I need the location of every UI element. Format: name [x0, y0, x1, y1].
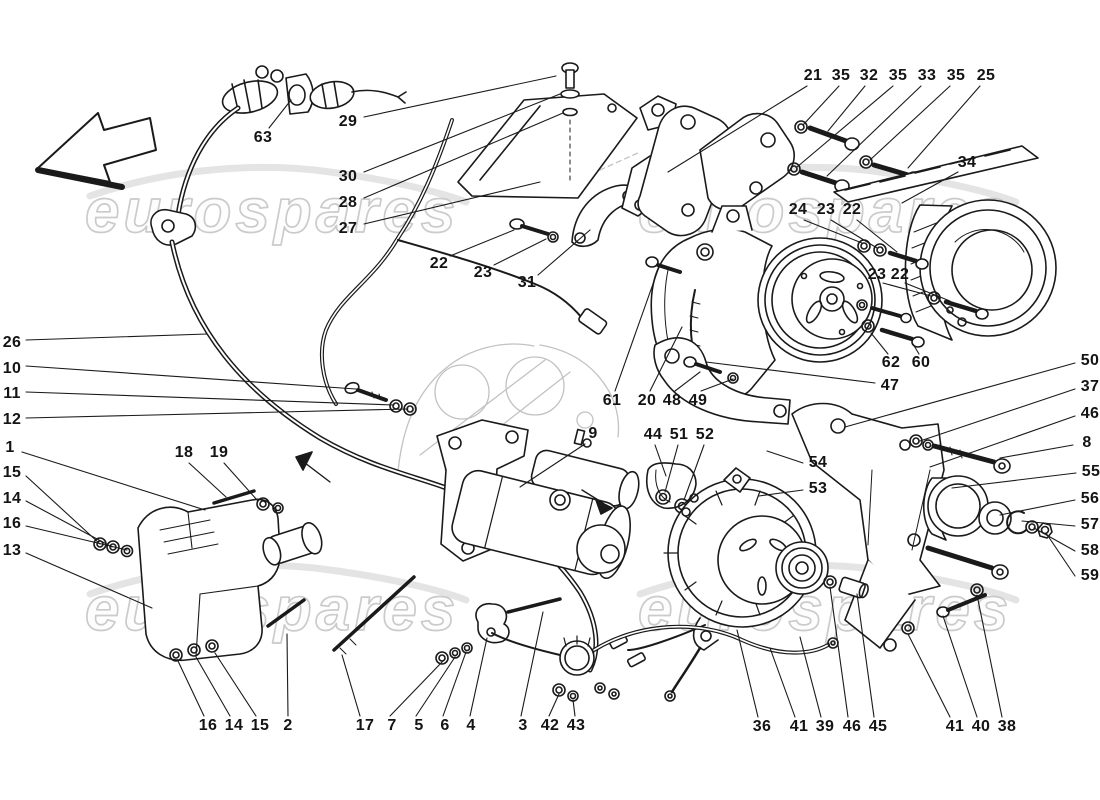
leader-line-16	[177, 660, 205, 717]
leader-line-12	[25, 408, 409, 419]
heat-shield-plate	[457, 93, 638, 199]
tensioner-bearing-set	[909, 434, 1053, 580]
leader-line-52	[683, 444, 705, 501]
clutch-drum	[904, 199, 1057, 341]
watermark-text: eurospares	[85, 177, 459, 246]
leader-line-28	[363, 112, 564, 199]
engine-block-ghost	[397, 151, 643, 473]
alternator	[608, 467, 869, 702]
leader-line-10	[25, 365, 357, 390]
line-art	[35, 62, 1057, 702]
leader-line-25	[907, 85, 981, 169]
leader-line-26	[25, 333, 208, 341]
leader-line-58	[1033, 527, 1076, 552]
leader-line-47	[705, 361, 876, 384]
leader-line-8	[999, 444, 1074, 459]
leader-line-35	[869, 85, 951, 161]
drum-fasteners	[856, 239, 989, 348]
leader-line-46	[929, 415, 1076, 468]
leader-line-2	[286, 633, 289, 717]
leader-line-43	[572, 699, 576, 717]
leader-line-20	[649, 326, 683, 392]
leader-line-61	[614, 266, 660, 392]
leader-line-38	[976, 594, 1003, 718]
leader-line-53	[758, 489, 804, 497]
leader-line-60	[912, 343, 920, 355]
leader-line-55	[951, 472, 1077, 489]
leader-line-23	[882, 282, 932, 297]
leader-line-19	[223, 462, 259, 502]
sensor-cable	[319, 118, 608, 406]
leader-line-56	[999, 499, 1076, 516]
leader-line-5	[415, 656, 456, 717]
leader-line-24	[803, 219, 863, 244]
leader-line-36	[736, 629, 759, 718]
leader-line-63	[268, 99, 292, 129]
leader-line-21	[667, 85, 808, 173]
leader-line-40	[942, 615, 978, 718]
leader-line-14	[195, 656, 231, 717]
leader-line-23	[493, 238, 547, 266]
leader-line-35	[796, 85, 894, 168]
leader-line-44	[654, 444, 667, 477]
leader-line-49	[700, 378, 734, 392]
leader-line-11	[25, 391, 395, 406]
leader-line-57	[1021, 520, 1076, 527]
leader-line-17	[341, 654, 361, 717]
leader-line-31	[537, 229, 591, 276]
leader-line-62	[870, 332, 889, 355]
bolt-29	[560, 62, 580, 181]
leader-line-34	[901, 171, 959, 204]
assembly-arrows	[295, 451, 613, 515]
leader-line-42	[548, 693, 560, 717]
direction-arrow-icon	[35, 112, 157, 190]
leader-line-48	[674, 371, 701, 392]
leader-line-59	[1045, 532, 1076, 577]
leader-line-27	[363, 181, 541, 225]
leader-line-30	[363, 93, 561, 173]
wedge-44	[646, 462, 697, 514]
leader-line-50	[844, 362, 1076, 428]
lower-heat-shield	[93, 489, 416, 662]
leader-line-9	[519, 443, 586, 488]
leader-line-15	[214, 652, 257, 717]
battery-cable-assembly	[150, 65, 407, 246]
leader-lines	[21, 75, 1077, 718]
leader-line-39	[799, 636, 822, 718]
leader-line-46	[829, 586, 849, 718]
bracket-arm-47	[653, 337, 791, 425]
drive-belt-34	[833, 145, 1039, 203]
leader-line-41	[907, 633, 951, 718]
leader-line-6	[442, 651, 467, 717]
starter-motor	[436, 419, 640, 580]
leader-line-16	[25, 525, 128, 551]
leader-line-29	[363, 75, 557, 118]
leader-line-22	[904, 282, 951, 302]
leader-line-32	[827, 85, 866, 132]
leader-line-3	[520, 611, 544, 717]
leader-line-1	[21, 451, 206, 511]
leader-line-13	[25, 552, 153, 609]
leader-line-18	[188, 462, 227, 498]
leader-line-4	[469, 637, 488, 717]
leader-line-22	[449, 229, 515, 257]
leader-line-35	[802, 85, 840, 126]
leader-line-51	[664, 444, 679, 493]
leader-line-33	[826, 85, 922, 177]
leader-line-23	[830, 219, 878, 249]
leader-line-45	[856, 593, 875, 718]
leader-line-7	[389, 660, 444, 717]
leader-line-14	[25, 500, 113, 548]
leader-line-37	[919, 388, 1076, 442]
leader-line-54	[766, 450, 804, 464]
leader-line-22	[856, 219, 898, 253]
leader-line-15	[25, 475, 101, 545]
leader-line-41	[769, 647, 796, 718]
